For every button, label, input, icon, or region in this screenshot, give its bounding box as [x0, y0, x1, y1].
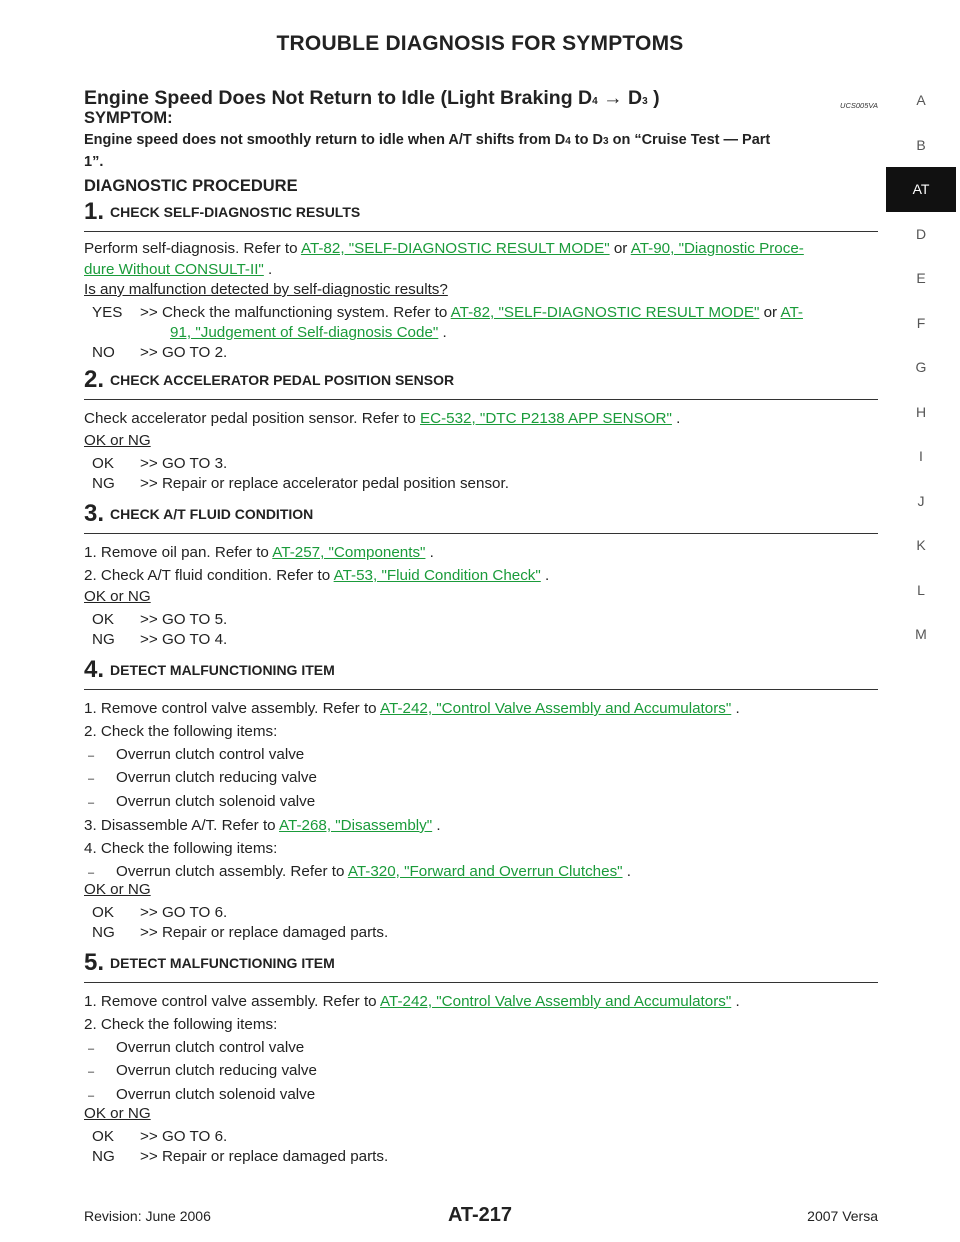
section-tab-b[interactable]: B — [916, 136, 926, 153]
step-4-body: 1. Remove control valve assembly. Refer … — [84, 700, 740, 880]
link-at-53[interactable]: AT-53, "Fluid Condition Check" — [333, 566, 541, 584]
footer-model: 2007 Versa — [807, 1208, 878, 1224]
section-tab-i[interactable]: I — [919, 448, 923, 464]
step-5-heading: 5.DETECT MALFUNCTIONING ITEM — [84, 949, 335, 976]
symptom-text: Engine speed does not smoothly return to… — [84, 132, 771, 170]
link-at-91-a[interactable]: AT- — [780, 304, 803, 321]
footer-page-number: AT-217 — [447, 1204, 513, 1226]
section-tab-h[interactable]: H — [915, 403, 927, 420]
procedure-heading: DIAGNOSTIC PROCEDURE — [84, 177, 298, 195]
page-title: TROUBLE DIAGNOSIS FOR SYMPTOMS — [276, 32, 684, 55]
step-2-rule — [84, 399, 878, 400]
section-tab-e[interactable]: E — [916, 270, 926, 286]
footer-revision: Revision: June 2006 — [84, 1208, 211, 1224]
step-1-question: Is any malfunction detected by self-diag… — [84, 281, 448, 298]
section-tab-j[interactable]: J — [917, 492, 925, 509]
step-3-question: OK or NG — [84, 588, 151, 605]
link-ec-532[interactable]: EC-532, "DTC P2138 APP SENSOR" — [420, 410, 672, 427]
step-3-heading: 3.CHECK A/T FLUID CONDITION — [84, 500, 314, 527]
step-3-body: 1. Remove oil pan. Refer to AT-257, "Com… — [84, 544, 550, 584]
section-code: UCS005VA — [840, 101, 878, 110]
link-at-82[interactable]: AT-82, "SELF-DIAGNOSTIC RESULT MODE" — [300, 240, 610, 257]
step-2-body: Check accelerator pedal position sensor.… — [84, 410, 681, 427]
link-at-242[interactable]: AT-242, "Control Valve Assembly and Accu… — [380, 700, 732, 717]
step-5-question: OK or NG — [84, 1105, 151, 1122]
step-2-heading: 2.CHECK ACCELERATOR PEDAL POSITION SENSO… — [84, 366, 455, 393]
step-5-results: OK>> GO TO 6. NG>> Repair or replace dam… — [92, 1128, 389, 1165]
section-tab-at[interactable]: AT — [886, 167, 956, 212]
link-at-91-b[interactable]: 91, "Judgement of Self-diagnosis Code" — [170, 324, 439, 341]
link-at-82-yes[interactable]: AT-82, "SELF-DIAGNOSTIC RESULT MODE" — [450, 304, 760, 321]
section-tab-l[interactable]: L — [917, 581, 925, 598]
step-1-heading: 1.CHECK SELF-DIAGNOSTIC RESULTS — [84, 198, 361, 225]
section-tab-k[interactable]: K — [916, 537, 926, 553]
section-tab-a[interactable]: A — [916, 92, 926, 108]
step-3-results: OK>> GO TO 5. NG>> GO TO 4. — [92, 611, 228, 648]
step-1-yes: YES>> Check the malfunctioning system. R… — [92, 304, 803, 361]
section-heading: Engine Speed Does Not Return to Idle (Li… — [84, 88, 878, 112]
section-tab-f[interactable]: F — [916, 314, 926, 331]
step-2-results: OK>> GO TO 3. NG>> Repair or replace acc… — [92, 455, 509, 492]
link-at-90-a[interactable]: AT-90, "Diagnostic Proce- — [630, 240, 804, 257]
link-at-268[interactable]: AT-268, "Disassembly" — [279, 816, 433, 834]
step-5-rule — [84, 982, 878, 983]
symptom-label: SYMPTOM: — [84, 109, 173, 127]
section-tab-g[interactable]: G — [915, 359, 927, 375]
section-title: Engine Speed Does Not Return to Idle (Li… — [84, 87, 660, 109]
link-at-242-b[interactable]: AT-242, "Control Valve Assembly and Accu… — [380, 993, 732, 1010]
link-at-257[interactable]: AT-257, "Components" — [272, 544, 426, 561]
step-4-results: OK>> GO TO 6. NG>> Repair or replace dam… — [92, 904, 389, 941]
step-3-rule — [84, 533, 878, 534]
section-index-tabs: A B AT D E F G H I J K L M — [886, 78, 956, 657]
section-tab-d[interactable]: D — [915, 225, 927, 242]
step-1-rule — [84, 231, 878, 232]
step-4-heading: 4.DETECT MALFUNCTIONING ITEM — [84, 656, 335, 683]
step-4-question: OK or NG — [84, 881, 151, 898]
link-at-320[interactable]: AT-320, "Forward and Overrun Clutches" — [347, 862, 623, 880]
step-1-body: Perform self-diagnosis. Refer to AT-82, … — [84, 240, 804, 278]
step-2-question: OK or NG — [84, 432, 151, 449]
step-4-rule — [84, 689, 878, 690]
step-5-body: 1. Remove control valve assembly. Refer … — [84, 993, 740, 1104]
link-at-90-b[interactable]: dure Without CONSULT-II" — [84, 261, 264, 278]
section-tab-m[interactable]: M — [915, 626, 927, 642]
